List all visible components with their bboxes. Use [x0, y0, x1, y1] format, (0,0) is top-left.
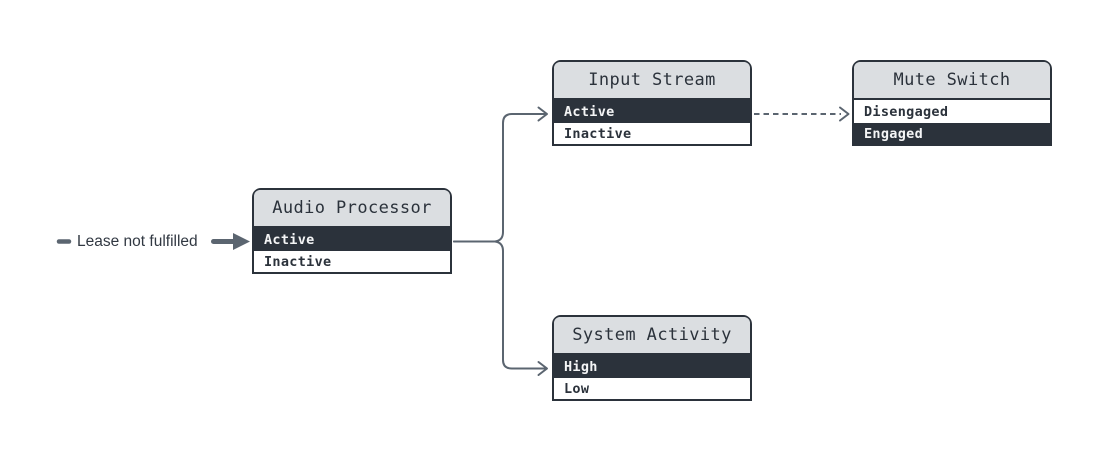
node-audio-processor: Audio Processor Active Inactive	[252, 188, 452, 274]
state-row-active: Active	[254, 228, 450, 251]
node-title: Input Stream	[554, 62, 750, 100]
state-row-inactive: Inactive	[254, 251, 450, 272]
node-title: Audio Processor	[254, 190, 450, 228]
state-row-engaged: Engaged	[854, 123, 1050, 144]
arrowhead-icon	[537, 361, 548, 376]
state-row-disengaged: Disengaged	[854, 100, 1050, 123]
node-title: System Activity	[554, 317, 750, 355]
state-row-high: High	[554, 355, 750, 378]
arrowhead-icon	[839, 106, 850, 122]
node-system-activity: System Activity High Low	[552, 315, 752, 401]
state-row-inactive: Inactive	[554, 123, 750, 144]
connector-audio-to-system-activity	[453, 240, 547, 370]
node-input-stream: Input Stream Active Inactive	[552, 60, 752, 146]
connector-audio-to-input-stream	[453, 113, 547, 243]
annotation-arrow-icon	[233, 233, 250, 250]
node-mute-switch: Mute Switch Disengaged Engaged	[852, 60, 1052, 146]
node-title: Mute Switch	[854, 62, 1050, 100]
state-row-active: Active	[554, 100, 750, 123]
arrowhead-icon	[537, 106, 548, 122]
state-row-low: Low	[554, 378, 750, 399]
edge-annotation-label: Lease not fulfilled	[77, 233, 198, 250]
